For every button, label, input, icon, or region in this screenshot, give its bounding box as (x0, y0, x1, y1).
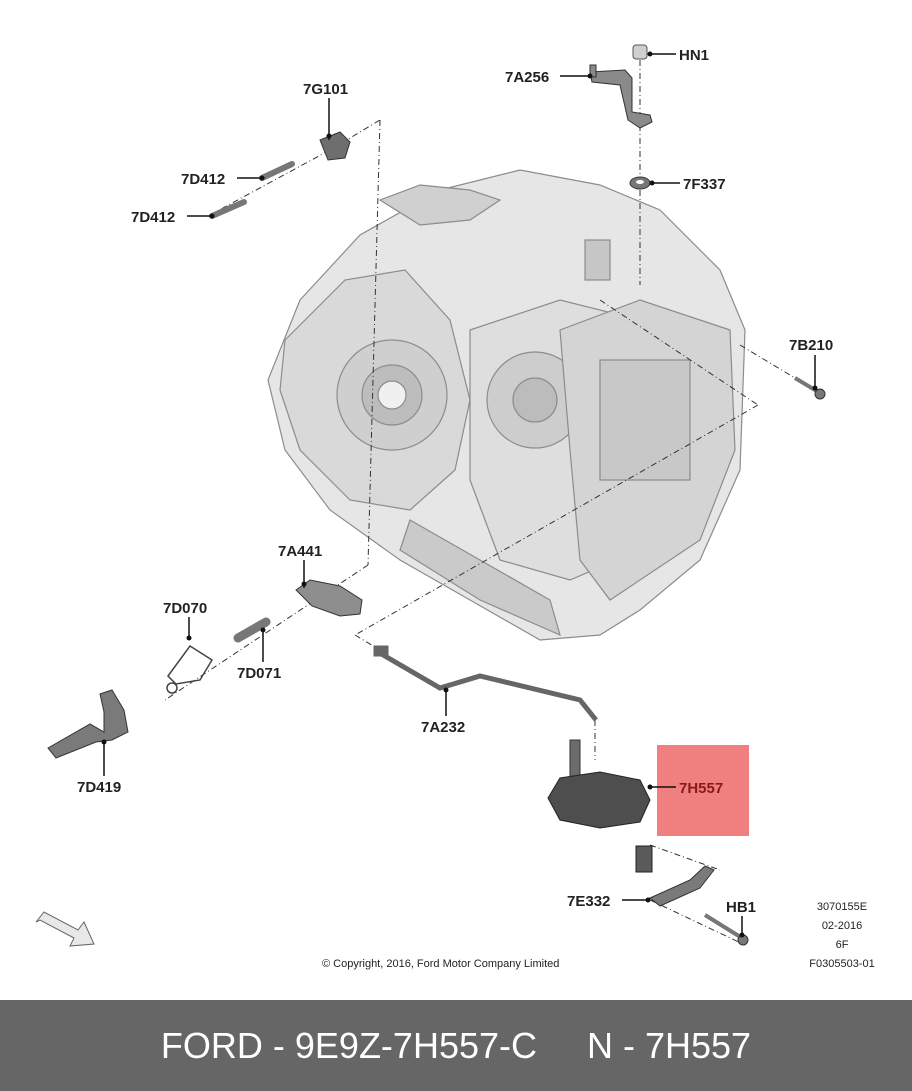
part-7F337 (629, 176, 651, 190)
figure-code: 3070155E (816, 901, 868, 913)
part-7A256 (589, 64, 653, 129)
figure-model: 6F (835, 939, 849, 951)
figure-ref: F0305503-01 (809, 958, 875, 970)
part-7D419 (47, 689, 129, 759)
callout-7D412-upper: 7D412 (181, 171, 225, 188)
exploded-parts-diagram: HN1 7A256 7G101 7D412 7D412 7F337 7B210 … (35, 44, 833, 947)
part-7B210 (793, 376, 826, 400)
part-7A232 (373, 645, 598, 722)
part-HN1 (632, 44, 648, 60)
part-7D412-upper (259, 161, 295, 181)
part-7D412-lower (209, 199, 247, 219)
callout-7A232: 7A232 (421, 719, 465, 736)
callout-7F337: 7F337 (683, 176, 726, 193)
part-7G101 (319, 131, 351, 161)
part-7D070 (166, 644, 214, 694)
part-HB1 (703, 913, 749, 946)
copyright-notice: © Copyright, 2016, Ford Motor Company Li… (322, 958, 560, 970)
callout-7G101: 7G101 (303, 81, 348, 98)
callout-7A441: 7A441 (278, 543, 322, 560)
footer-bar: FORD - 9E9Z-7H557-C N - 7H557 (0, 1000, 912, 1091)
highlight-box-7H557 (657, 745, 749, 836)
callout-7D070: 7D070 (163, 600, 207, 617)
part-7H557 (547, 739, 653, 873)
callout-7D071: 7D071 (237, 665, 281, 682)
part-7D071 (233, 617, 271, 643)
transmission-housing (267, 169, 746, 641)
callout-HB1: HB1 (726, 899, 756, 916)
callout-7D412-lower: 7D412 (131, 209, 175, 226)
callout-7D419: 7D419 (77, 779, 121, 796)
part-7E332 (649, 865, 715, 907)
callout-HN1: HN1 (679, 47, 709, 64)
callout-7A256: 7A256 (505, 69, 549, 86)
callout-7H557: 7H557 (679, 780, 723, 797)
callout-7E332: 7E332 (567, 893, 610, 910)
direction-arrow (35, 911, 95, 947)
figure-date: 02-2016 (821, 920, 863, 932)
callout-7B210: 7B210 (789, 337, 833, 354)
part-number-caption: FORD - 9E9Z-7H557-C N - 7H557 (160, 1025, 752, 1066)
leader-dots (101, 51, 818, 938)
part-7A441 (295, 579, 363, 617)
